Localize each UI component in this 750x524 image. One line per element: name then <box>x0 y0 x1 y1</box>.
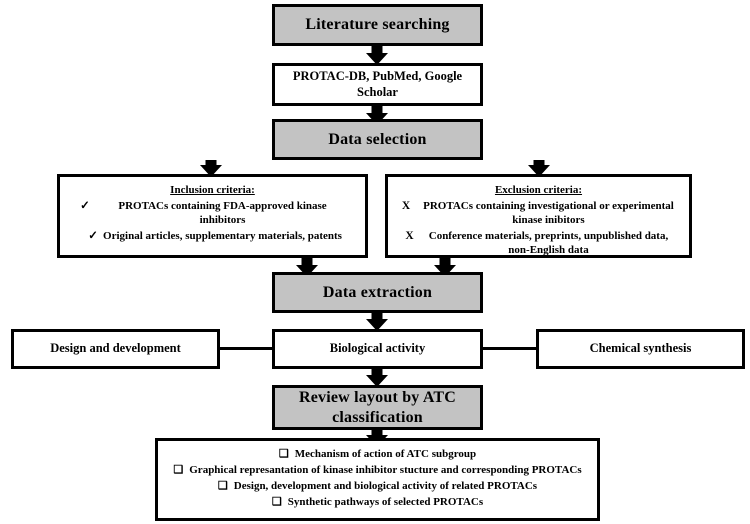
inclusion-criteria-body: Inclusion criteria: ✓ PROTACs containing… <box>60 177 365 251</box>
node-literature-searching-label: Literature searching <box>305 16 450 34</box>
exclusion-criteria-item: X Conference materials, preprints, unpub… <box>396 229 681 258</box>
outcome-item: ❑ Synthetic pathways of selected PROTACs <box>168 495 587 511</box>
node-design-and-development: Design and development <box>11 329 220 369</box>
checkbox-icon: ❑ <box>271 495 282 508</box>
node-data-selection-label: Data selection <box>328 130 427 148</box>
checkbox-icon: ❑ <box>217 479 228 492</box>
node-data-selection: Data selection <box>272 119 483 160</box>
checkbox-icon: ❑ <box>278 448 289 460</box>
inclusion-criteria-item-text: PROTACs containing FDA-approved kinase i… <box>118 199 327 227</box>
inclusion-criteria-item-text: Original articles, supplementary materia… <box>103 229 342 242</box>
node-exclusion-criteria: Exclusion criteria: X PROTACs containing… <box>385 174 692 258</box>
node-inclusion-criteria: Inclusion criteria: ✓ PROTACs containing… <box>57 174 368 258</box>
outcome-item: ❑ Mechanism of action of ATC subgroup <box>168 447 587 463</box>
check-icon: ✓ <box>88 229 98 242</box>
arrow-data-extraction-to-biological-activity <box>366 313 388 331</box>
checkbox-icon: ❑ <box>173 463 184 476</box>
arrow-literature-to-databases <box>366 46 388 65</box>
outcome-item-text: Graphical represantation of kinase inhib… <box>189 463 582 476</box>
inclusion-criteria-heading: Inclusion criteria: <box>170 184 255 196</box>
exclusion-criteria-item: X PROTACs containing investigational or … <box>396 199 681 228</box>
node-databases-label: PROTAC-DB, PubMed, Google Scholar <box>292 69 463 99</box>
outcome-item-text: Mechanism of action of ATC subgroup <box>294 448 477 460</box>
cross-icon: X <box>401 199 411 212</box>
node-data-extraction: Data extraction <box>272 272 483 313</box>
node-chemical-synthesis: Chemical synthesis <box>536 329 745 369</box>
inclusion-criteria-item: ✓ PROTACs containing FDA-approved kinase… <box>68 199 357 228</box>
exclusion-criteria-item-text: Conference materials, preprints, unpubli… <box>428 229 669 257</box>
node-biological-activity: Biological activity <box>272 329 483 369</box>
exclusion-criteria-item-text: PROTACs containing investigational or ex… <box>423 199 674 227</box>
connector-design-to-biological-activity <box>219 347 274 350</box>
node-design-and-development-label: Design and development <box>50 341 181 356</box>
node-databases: PROTAC-DB, PubMed, Google Scholar <box>272 63 483 106</box>
outcome-item-text: Design, development and biological activ… <box>233 479 538 492</box>
node-biological-activity-label: Biological activity <box>329 341 426 356</box>
outcome-item: ❑ Design, development and biological act… <box>168 479 587 495</box>
outcome-item: ❑ Graphical represantation of kinase inh… <box>168 463 587 479</box>
exclusion-criteria-body: Exclusion criteria: X PROTACs containing… <box>388 177 689 265</box>
node-review-layout: Review layout by ATC classification <box>272 385 483 430</box>
arrow-biological-activity-to-review-layout <box>366 369 388 387</box>
review-outcomes-body: ❑ Mechanism of action of ATC subgroup ❑ … <box>158 441 597 517</box>
connector-biological-activity-to-chemical-synthesis <box>481 347 537 350</box>
inclusion-criteria-item: ✓ Original articles, supplementary mater… <box>68 229 357 244</box>
node-review-layout-label: Review layout by ATC classification <box>298 388 457 426</box>
check-icon: ✓ <box>80 199 90 212</box>
cross-icon: X <box>405 229 414 242</box>
node-data-extraction-label: Data extraction <box>322 283 433 301</box>
exclusion-criteria-heading: Exclusion criteria: <box>494 184 583 196</box>
node-chemical-synthesis-label: Chemical synthesis <box>589 341 692 356</box>
node-literature-searching: Literature searching <box>272 4 483 46</box>
node-review-outcomes: ❑ Mechanism of action of ATC subgroup ❑ … <box>155 438 600 521</box>
outcome-item-text: Synthetic pathways of selected PROTACs <box>287 495 484 508</box>
